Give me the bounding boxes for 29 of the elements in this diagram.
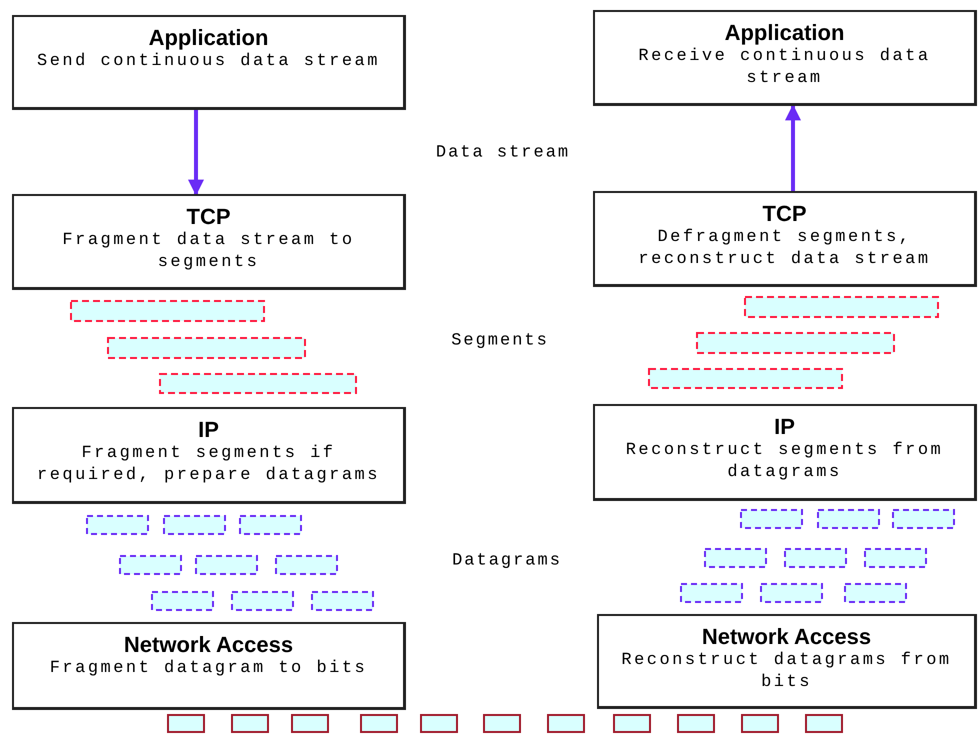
- layer-title: Network Access: [702, 624, 872, 650]
- layer-box: [12, 15, 406, 110]
- arrow: [188, 110, 204, 196]
- layer-title: IP: [198, 417, 219, 443]
- layer-box: [597, 614, 977, 709]
- layer-title: Application: [724, 20, 844, 46]
- layer-box: [12, 194, 406, 290]
- layer-box: [12, 407, 406, 504]
- layer-title: IP: [774, 414, 795, 440]
- layer-title: Application: [148, 25, 268, 51]
- layer-description: Receive continuous data stream: [637, 46, 932, 90]
- layer-box: [593, 10, 977, 106]
- layer-description: Fragment datagram to bits: [50, 658, 368, 680]
- flow-label: Segments: [451, 332, 549, 350]
- layer-box: [593, 191, 977, 287]
- layer-title: Network Access: [124, 632, 294, 658]
- layer-description: Fragment data stream to segments: [61, 230, 356, 274]
- layer-description: Reconstruct datagrams from bits: [620, 650, 953, 694]
- layer-box: [12, 622, 406, 710]
- layer-description: Defragment segments, reconstruct data stream: [637, 227, 932, 271]
- layer-title: TCP: [762, 201, 806, 227]
- layer-description: Reconstruct segments from datagrams: [624, 440, 944, 484]
- layer-description: Fragment segments if required, prepare datagrams: [36, 443, 381, 487]
- flow-label: Datagrams: [452, 552, 562, 570]
- layer-box: [593, 404, 977, 501]
- flow-label: Data stream: [436, 144, 570, 162]
- layer-description: Send continuous data stream: [37, 51, 380, 73]
- arrow: [785, 104, 801, 191]
- layer-title: TCP: [186, 204, 230, 230]
